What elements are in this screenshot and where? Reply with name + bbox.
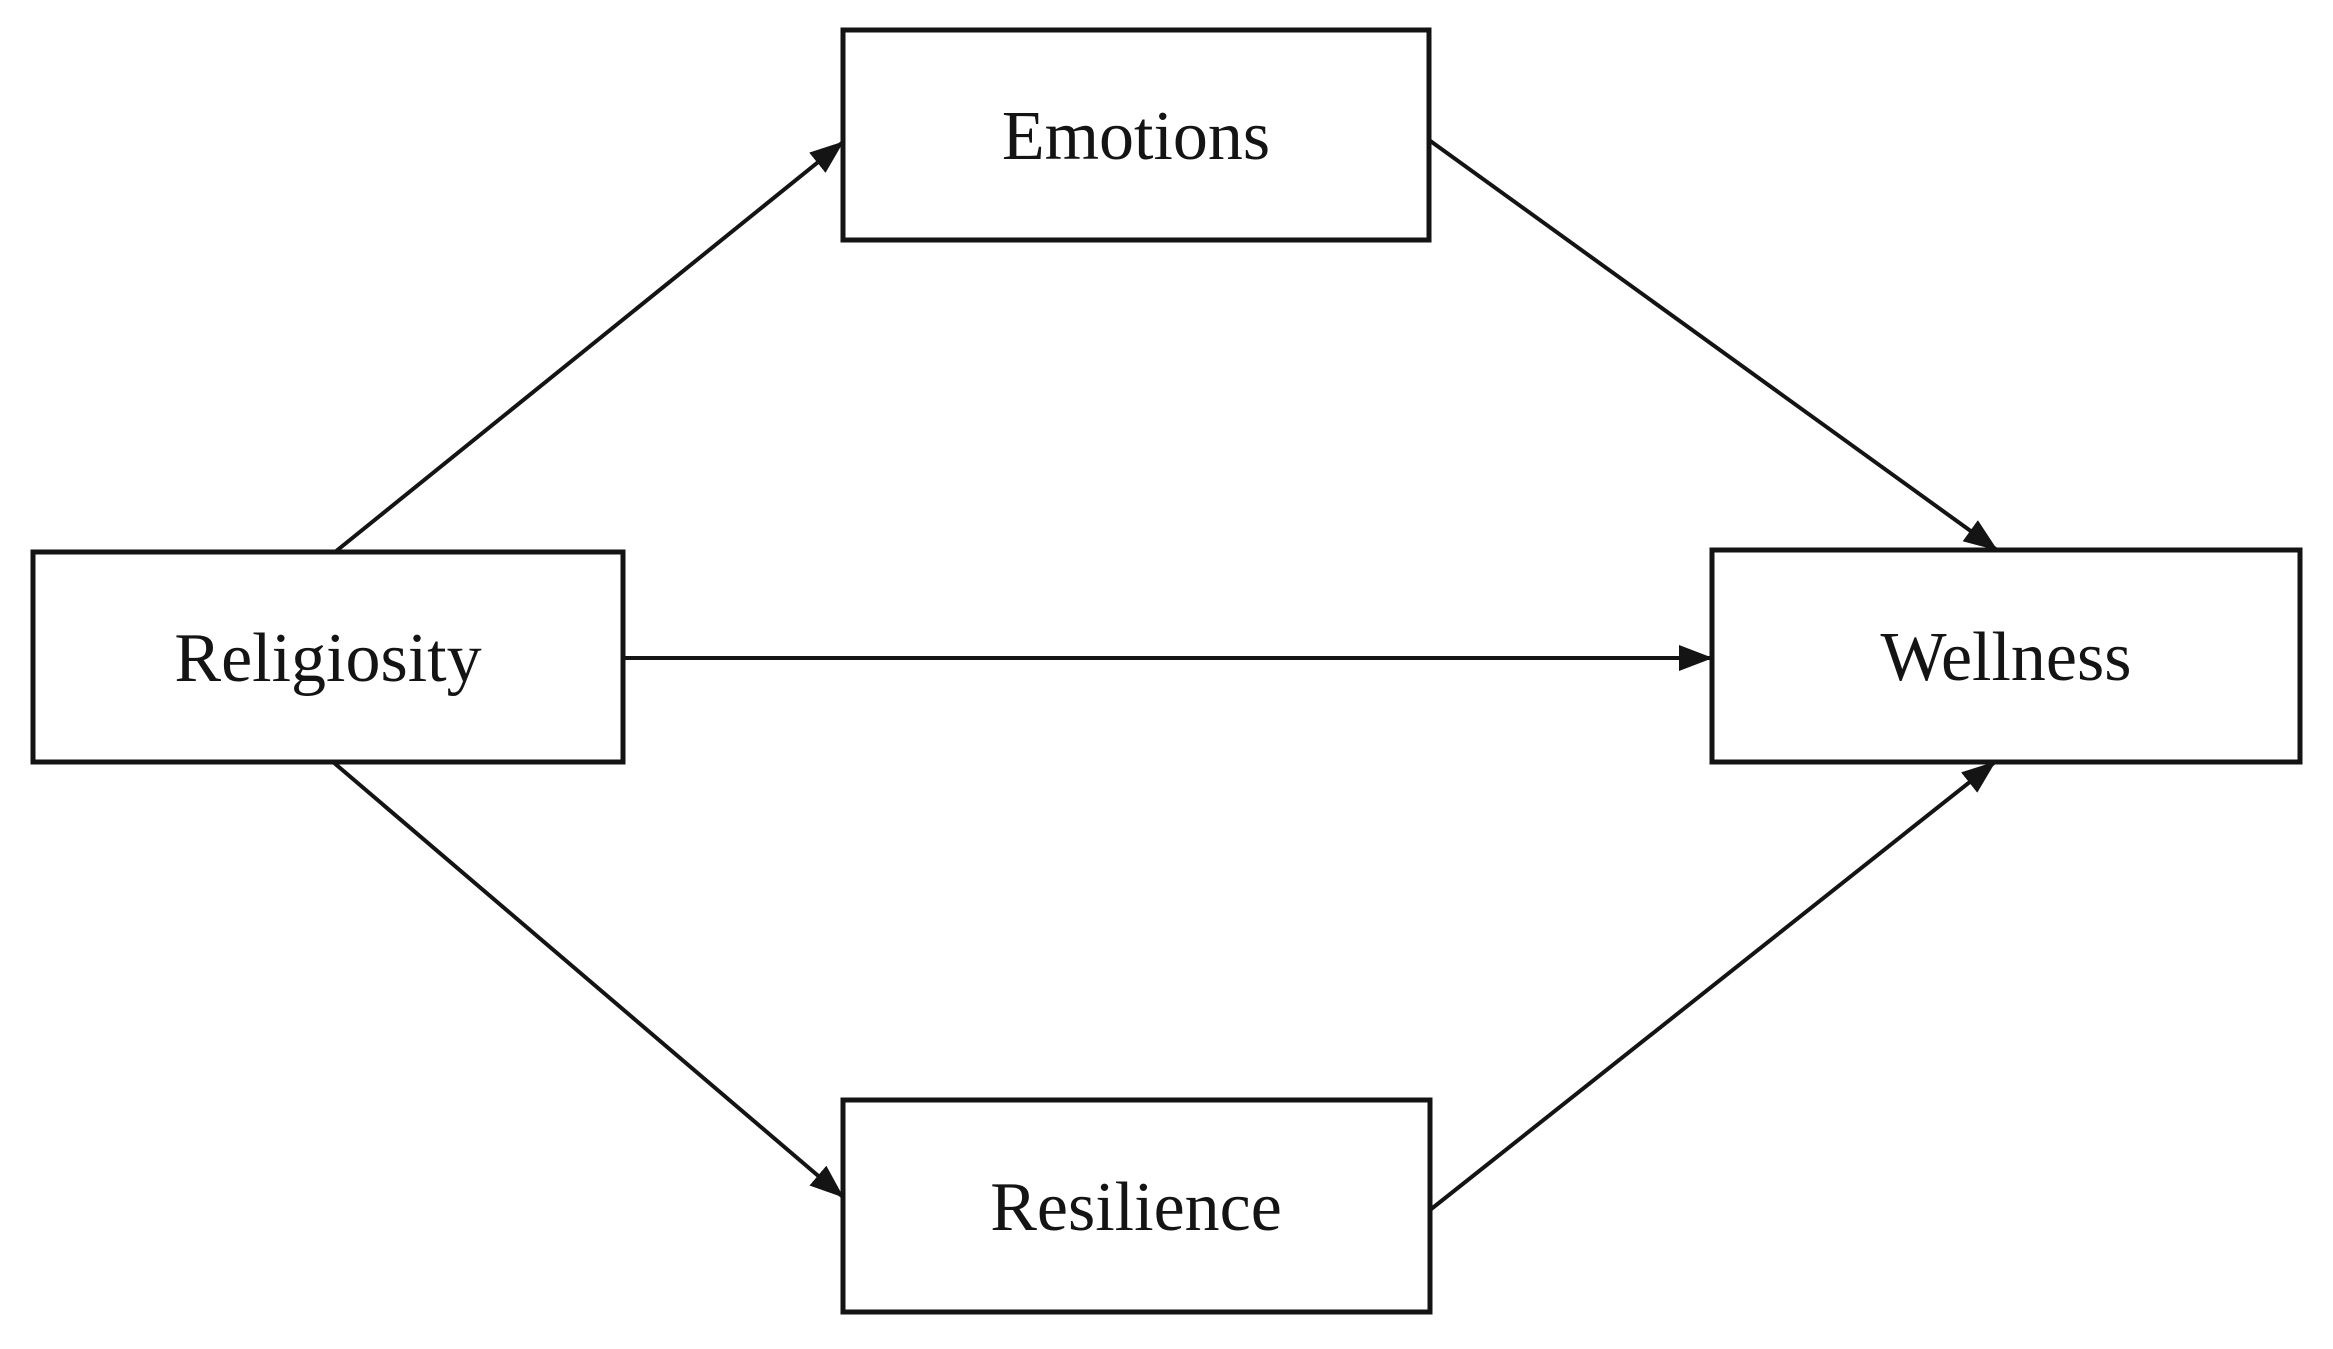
- node-box-resilience: [840, 1097, 1433, 1315]
- node-religiosity: Religiosity: [30, 549, 626, 765]
- node-emotions: Emotions: [840, 27, 1432, 243]
- node-label-resilience: Resilience: [990, 1169, 1282, 1246]
- node-box-emotions: [840, 27, 1432, 243]
- node-label-wellness: Wellness: [1881, 619, 2132, 696]
- node-box-wellness: [1709, 547, 2303, 765]
- node-label-emotions: Emotions: [1002, 98, 1270, 175]
- edge-religiosity-to-emotions: [333, 140, 845, 554]
- edge-resilience-to-wellness: [1428, 760, 1997, 1212]
- edge-religiosity-to-resilience: [331, 760, 845, 1199]
- node-resilience: Resilience: [840, 1097, 1433, 1315]
- node-box-religiosity: [30, 549, 626, 765]
- node-label-religiosity: Religiosity: [174, 620, 481, 697]
- edge-emotions-to-wellness: [1427, 138, 1999, 552]
- node-wellness: Wellness: [1709, 547, 2303, 765]
